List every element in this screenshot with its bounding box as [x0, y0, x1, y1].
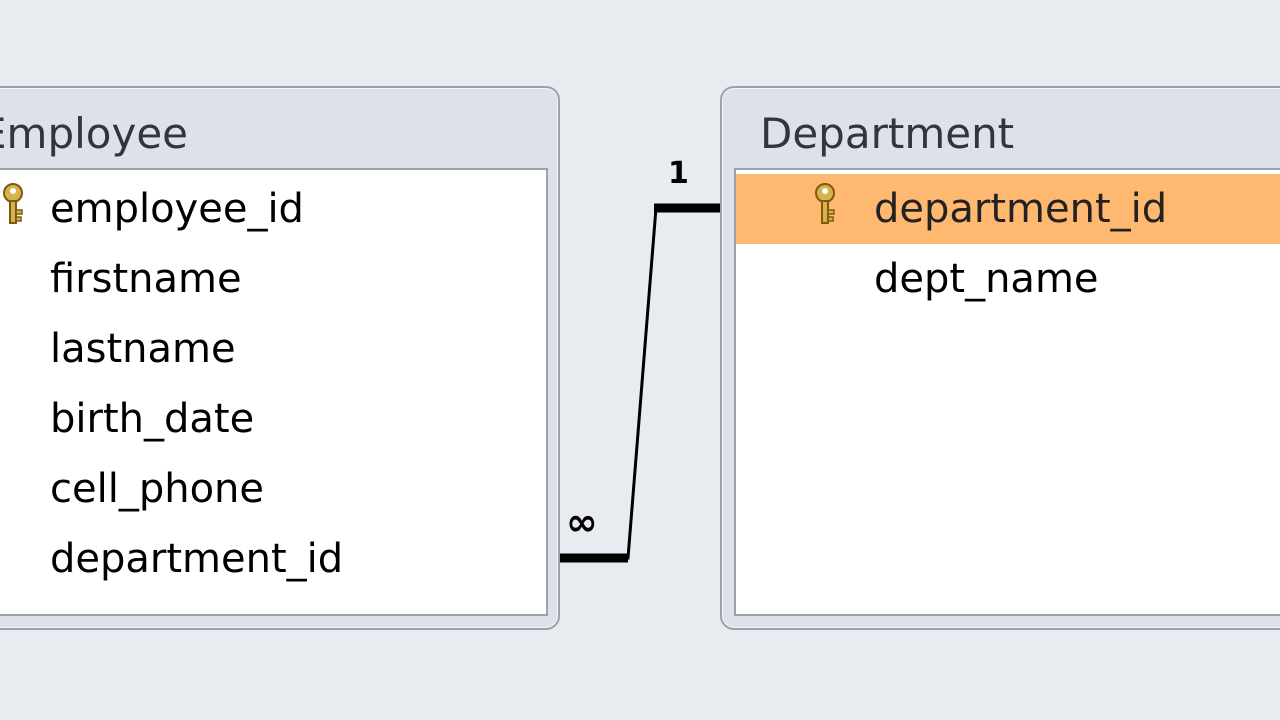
- field-name: department_id: [50, 536, 344, 582]
- field-name: employee_id: [50, 186, 304, 232]
- field-row-employee-id[interactable]: employee_id: [0, 174, 546, 244]
- field-row-dept-name[interactable]: dept_name: [736, 244, 1280, 314]
- relationship-one-label: 1: [668, 156, 689, 191]
- field-row-lastname[interactable]: lastname: [0, 314, 546, 384]
- employee-field-list[interactable]: employee_id firstname lastname birth_dat…: [0, 168, 548, 616]
- employee-table-window[interactable]: Employee employee_id firstname lastname …: [0, 86, 560, 630]
- field-row-department-id[interactable]: department_id: [0, 524, 546, 594]
- field-row-firstname[interactable]: firstname: [0, 244, 546, 314]
- department-table-title[interactable]: Department: [760, 109, 1015, 158]
- department-field-list[interactable]: department_id dept_name: [734, 168, 1280, 616]
- field-name: birth_date: [50, 396, 255, 442]
- field-name: department_id: [874, 186, 1168, 232]
- field-row-cell-phone[interactable]: cell_phone: [0, 454, 546, 524]
- field-name: cell_phone: [50, 466, 265, 512]
- relationship-many-label: ∞: [566, 500, 598, 544]
- primary-key-icon: [815, 183, 835, 224]
- employee-table-title[interactable]: Employee: [0, 109, 189, 158]
- field-name: lastname: [50, 326, 236, 372]
- field-name: dept_name: [874, 256, 1099, 302]
- primary-key-icon: [3, 183, 23, 224]
- field-row-birth-date[interactable]: birth_date: [0, 384, 546, 454]
- field-row-department-id[interactable]: department_id: [736, 174, 1280, 244]
- field-name: firstname: [50, 256, 242, 302]
- department-table-window[interactable]: Department department_id dept_name: [720, 86, 1280, 630]
